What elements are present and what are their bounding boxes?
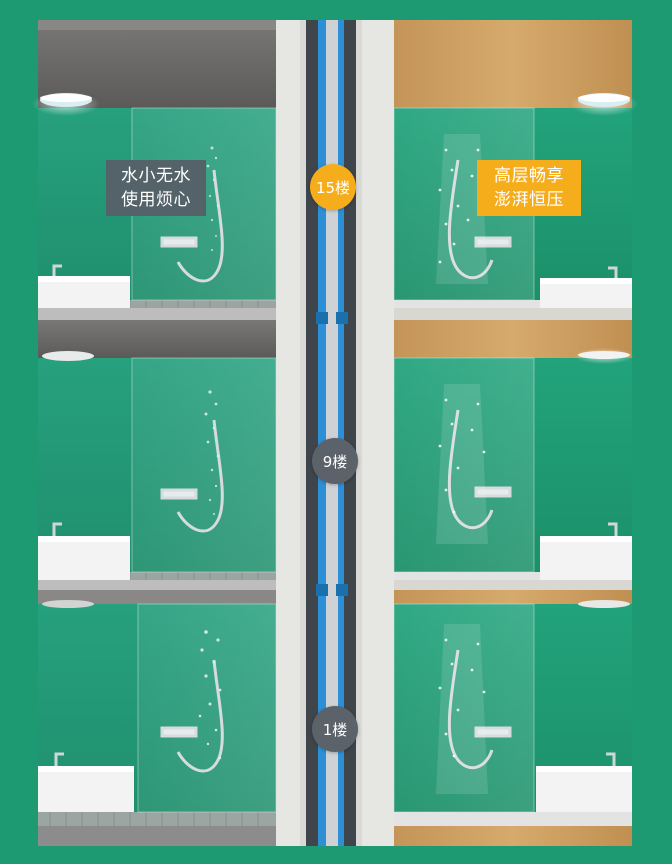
high-pressure-line1: 高层畅享 [494,166,564,186]
water-spray-icon [436,134,488,794]
high-pressure-callout: 高层畅享 澎湃恒压 [477,160,581,216]
low-pressure-callout: 水小无水 使用烦心 [106,160,206,216]
ceiling-light-icon [32,92,100,116]
floor-badge-1: 1楼 [312,706,358,752]
shower-icon [192,120,228,284]
floor-badge-15: 15楼 [310,164,356,210]
low-pressure-line2: 使用烦心 [121,190,191,210]
high-pressure-line2: 澎湃恒压 [494,190,564,210]
floor-badge-9: 9楼 [312,438,358,484]
sink-icon [38,264,130,308]
low-pressure-line1: 水小无水 [121,166,191,186]
